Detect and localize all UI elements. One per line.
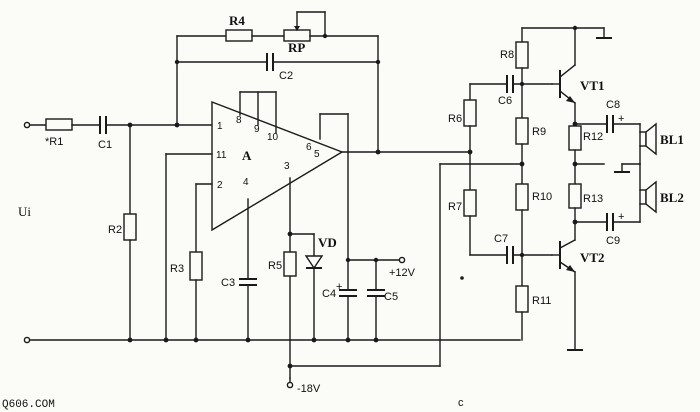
label-plus12v: +12V <box>389 267 416 279</box>
resistor-r1 <box>45 118 73 131</box>
label-r9: R9 <box>532 126 546 138</box>
label-c8: C8 <box>606 99 620 111</box>
resistor-r2 <box>123 213 137 241</box>
capacitor-c4 <box>339 289 357 297</box>
input-terminal[interactable] <box>23 121 31 129</box>
pin-9: 9 <box>254 124 260 135</box>
capacitor-c3 <box>239 278 257 286</box>
stray-mark: c <box>458 397 464 409</box>
capacitor-c2 <box>266 53 274 71</box>
resistor-r12 <box>568 125 582 151</box>
capacitor-c5 <box>367 289 385 297</box>
label-r8: R8 <box>500 49 514 61</box>
label-r13: R13 <box>583 193 603 205</box>
resistor-r4 <box>225 29 253 42</box>
diode-vd <box>304 255 324 270</box>
label-r7: R7 <box>448 201 462 213</box>
capacitor-c1 <box>99 116 107 134</box>
pin-6: 6 <box>306 142 312 153</box>
label-r6: R6 <box>448 113 462 125</box>
label-r3: R3 <box>170 263 184 275</box>
label-c4: C4 <box>322 288 336 300</box>
pin-10: 10 <box>267 132 279 143</box>
label-vt2: VT2 <box>580 250 605 265</box>
pin-2: 2 <box>217 180 223 191</box>
label-r2: R2 <box>108 224 122 236</box>
label-r12: R12 <box>583 131 603 143</box>
amplifier-a: 1 11 2 8 9 10 4 3 6 5 A R3 C3 R5 VD <box>163 91 471 379</box>
ground-terminal[interactable] <box>23 336 31 344</box>
label-bl2: BL2 <box>660 190 684 205</box>
resistor-r6 <box>463 99 477 127</box>
label-rp: RP <box>288 40 305 55</box>
polarity-c8: + <box>618 113 624 125</box>
transistor-vt1 <box>551 64 576 104</box>
output-stage: R6 R7 C6 C7 R8 R9 R10 R11 R12 R13 VT1 VT… <box>448 25 684 351</box>
label-c7: C7 <box>494 233 508 245</box>
input-section: Ui *R1 C1 R2 <box>18 116 521 344</box>
label-minus18v: -18V <box>297 383 321 395</box>
label-c2: C2 <box>279 70 293 82</box>
resistor-r8 <box>515 41 529 69</box>
label-r10: R10 <box>532 191 552 203</box>
feedback-network: R4 RP C2 <box>174 11 381 153</box>
pin-8: 8 <box>236 115 242 126</box>
label-c9: C9 <box>606 235 620 247</box>
pin-3: 3 <box>284 161 290 172</box>
polarity-c4: + <box>336 281 342 293</box>
label-c1: C1 <box>98 139 112 151</box>
transistor-vt2 <box>551 239 576 273</box>
resistor-r5 <box>283 251 297 277</box>
speaker-bl1 <box>639 122 657 156</box>
label-c5: C5 <box>384 291 398 303</box>
supply-section: + C4 C5 +12V -18V <box>286 163 521 395</box>
watermark-text: Q606.COM <box>2 399 55 411</box>
label-r11: R11 <box>532 295 551 307</box>
capacitor-c7 <box>506 246 514 264</box>
resistor-r3 <box>189 251 203 281</box>
input-label: Ui <box>18 204 31 219</box>
resistor-r9 <box>515 117 529 145</box>
label-r4: R4 <box>229 13 245 28</box>
label-r5: R5 <box>268 260 282 272</box>
pin-11: 11 <box>216 150 227 161</box>
pin-1: 1 <box>217 121 223 132</box>
speaker-bl2 <box>639 180 657 214</box>
amplifier-triangle <box>211 100 344 232</box>
label-vt1: VT1 <box>580 78 605 93</box>
polarity-c9: + <box>618 211 624 223</box>
amplifier-label: A <box>242 148 252 163</box>
label-bl1: BL1 <box>660 132 684 147</box>
capacitor-c6 <box>506 75 514 93</box>
label-c3: C3 <box>221 277 235 289</box>
resistor-r10 <box>515 183 529 211</box>
terminal-plus12v[interactable] <box>398 256 406 264</box>
capacitor-c9 <box>606 213 614 231</box>
label-r1: *R1 <box>45 136 63 148</box>
pin-4: 4 <box>243 177 249 188</box>
resistor-r11 <box>515 285 529 313</box>
terminal-minus18v[interactable] <box>286 381 294 389</box>
pin-5: 5 <box>314 149 320 160</box>
label-vd: VD <box>318 235 337 250</box>
capacitor-c8 <box>606 115 614 133</box>
resistor-r7 <box>463 189 477 217</box>
resistor-r13 <box>568 183 582 209</box>
label-c6: C6 <box>498 95 512 107</box>
